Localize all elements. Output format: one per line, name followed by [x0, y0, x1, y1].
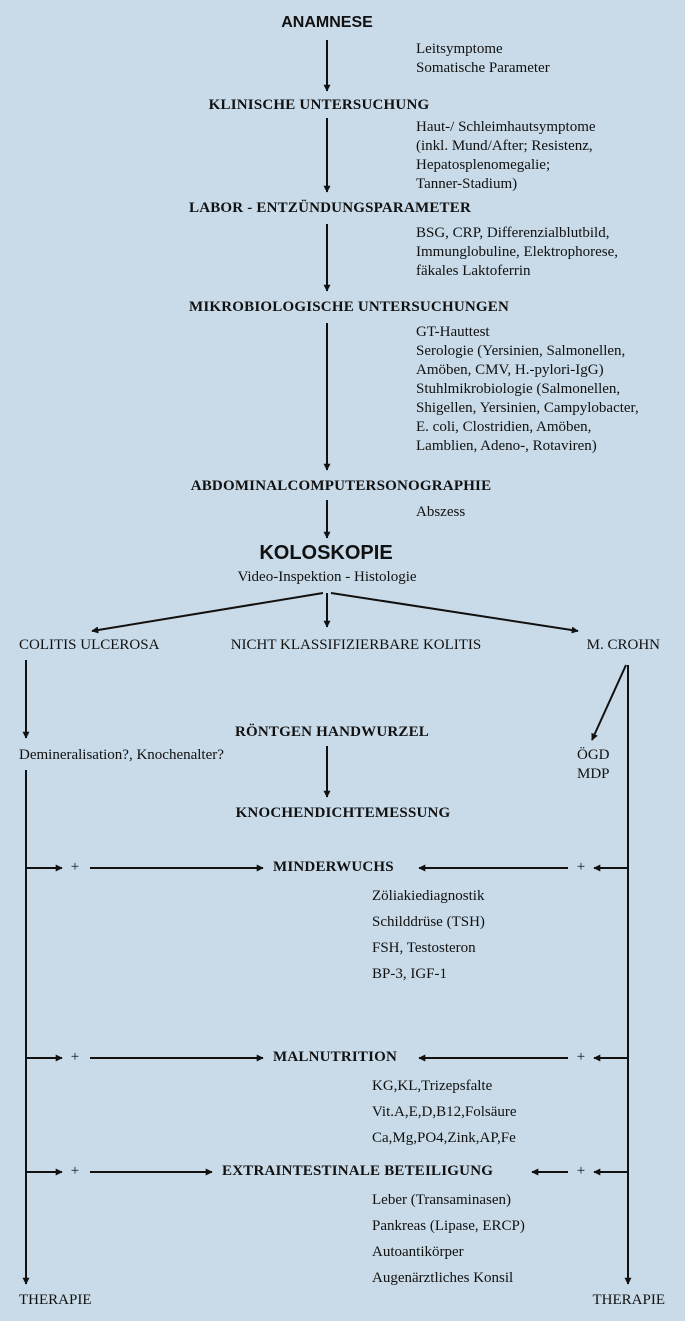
anamnese-items: Leitsymptome Somatische Parameter: [416, 40, 550, 78]
klinik-item: Haut-/ Schleimhautsymptome: [416, 119, 596, 135]
mikro-item: Lamblien, Adeno-, Rotaviren): [416, 438, 597, 454]
mikro-items: GT-Hauttest Serologie (Yersinien, Salmon…: [416, 323, 639, 456]
malnutrition-item: KG,KL,Trizepsfalte: [372, 1078, 493, 1094]
klinik-item: (inkl. Mund/After; Resistenz,: [416, 138, 593, 154]
crohn-test: MDP: [577, 766, 610, 782]
extra-item: Pankreas (Lipase, ERCP): [372, 1218, 525, 1234]
malnutrition-item: Ca,Mg,PO4,Zink,AP,Fe: [372, 1130, 516, 1146]
anamnese-title: ANAMNESE: [281, 14, 373, 31]
minderwuchs-item: FSH, Testosteron: [372, 940, 476, 956]
branch-crohn: M. CROHN: [586, 637, 660, 653]
minderwuchs-items: Zöliakiediagnostik Schilddrüse (TSH) FSH…: [372, 883, 485, 987]
roentgen-title: RÖNTGEN HANDWURZEL: [234, 724, 430, 740]
klinik-item: Tanner-Stadium): [416, 176, 518, 192]
arrow-crohn-ogd: [591, 664, 627, 741]
extra-item: Augenärztliches Konsil: [372, 1270, 514, 1286]
labor-item: fäkales Laktoferrin: [416, 263, 531, 279]
extra-items: Leber (Transaminasen) Pankreas (Lipase, …: [372, 1187, 525, 1291]
klinik-items: Haut-/ Schleimhautsymptome (inkl. Mund/A…: [416, 118, 596, 194]
plus-right-3: +: [576, 1163, 586, 1179]
mikro-item: E. coli, Clostridien, Amöben,: [416, 419, 592, 435]
minderwuchs-item: Zöliakiediagnostik: [372, 888, 485, 904]
mikro-item: Stuhlmikrobiologie (Salmonellen,: [416, 381, 621, 397]
plus-left-1: +: [70, 859, 80, 875]
koloskopie-title: KOLOSKOPIE: [259, 542, 393, 564]
labor-title: LABOR - ENTZÜNDUNGSPARAMETER: [188, 200, 472, 216]
plus-left-2: +: [70, 1049, 80, 1065]
arrow-to-crohn: [330, 592, 579, 634]
mikro-item: Amöben, CMV, H.-pylori-IgG): [416, 362, 604, 378]
knochendichte-title: KNOCHENDICHTEMESSUNG: [235, 805, 451, 821]
minderwuchs-item: BP-3, IGF-1: [372, 966, 448, 982]
klinik-title: KLINISCHE UNTERSUCHUNG: [208, 97, 430, 113]
anamnese-item: Somatische Parameter: [416, 60, 550, 76]
abdomen-item: Abszess: [416, 504, 466, 520]
minderwuchs-item: Schilddrüse (TSH): [372, 914, 485, 930]
arrow-to-colitis: [91, 592, 324, 634]
koloskopie-subtitle: Video-Inspektion - Histologie: [237, 569, 417, 585]
therapie-right: THERAPIE: [592, 1292, 666, 1308]
labor-items: BSG, CRP, Differenzialblutbild, Immunglo…: [416, 224, 618, 281]
branch-colitis: COLITIS ULCEROSA: [19, 637, 160, 653]
left-note: Demineralisation?, Knochenalter?: [19, 747, 224, 763]
malnutrition-item: Vit.A,E,D,B12,Folsäure: [372, 1104, 517, 1120]
plus-right-1: +: [576, 859, 586, 875]
plus-left-3: +: [70, 1163, 80, 1179]
abdomen-title: ABDOMINALCOMPUTERSONOGRAPHIE: [190, 478, 492, 494]
crohn-test: ÖGD: [577, 747, 610, 763]
labor-item: Immunglobuline, Elektrophorese,: [416, 244, 619, 260]
mikro-item: GT-Hauttest: [416, 324, 490, 340]
mikro-title: MIKROBIOLOGISCHE UNTERSUCHUNGEN: [189, 299, 509, 315]
mikro-item: Serologie (Yersinien, Salmonellen,: [416, 343, 626, 359]
mikro-item: Shigellen, Yersinien, Campylobacter,: [416, 400, 639, 416]
labor-item: BSG, CRP, Differenzialblutbild,: [416, 225, 610, 241]
branch-nicht: NICHT KLASSIFIZIERBARE KOLITIS: [230, 637, 482, 653]
crohn-tests: ÖGD MDP: [577, 746, 610, 784]
malnutrition-title: MALNUTRITION: [273, 1049, 398, 1065]
extra-title: EXTRAINTESTINALE BETEILIGUNG: [222, 1163, 494, 1179]
minderwuchs-title: MINDERWUCHS: [273, 859, 394, 875]
malnutrition-items: KG,KL,Trizepsfalte Vit.A,E,D,B12,Folsäur…: [372, 1073, 517, 1151]
therapie-left: THERAPIE: [19, 1292, 92, 1308]
extra-item: Autoantikörper: [372, 1244, 464, 1260]
anamnese-item: Leitsymptome: [416, 41, 503, 57]
klinik-item: Hepatosplenomegalie;: [416, 157, 551, 173]
plus-right-2: +: [576, 1049, 586, 1065]
extra-item: Leber (Transaminasen): [372, 1192, 511, 1208]
